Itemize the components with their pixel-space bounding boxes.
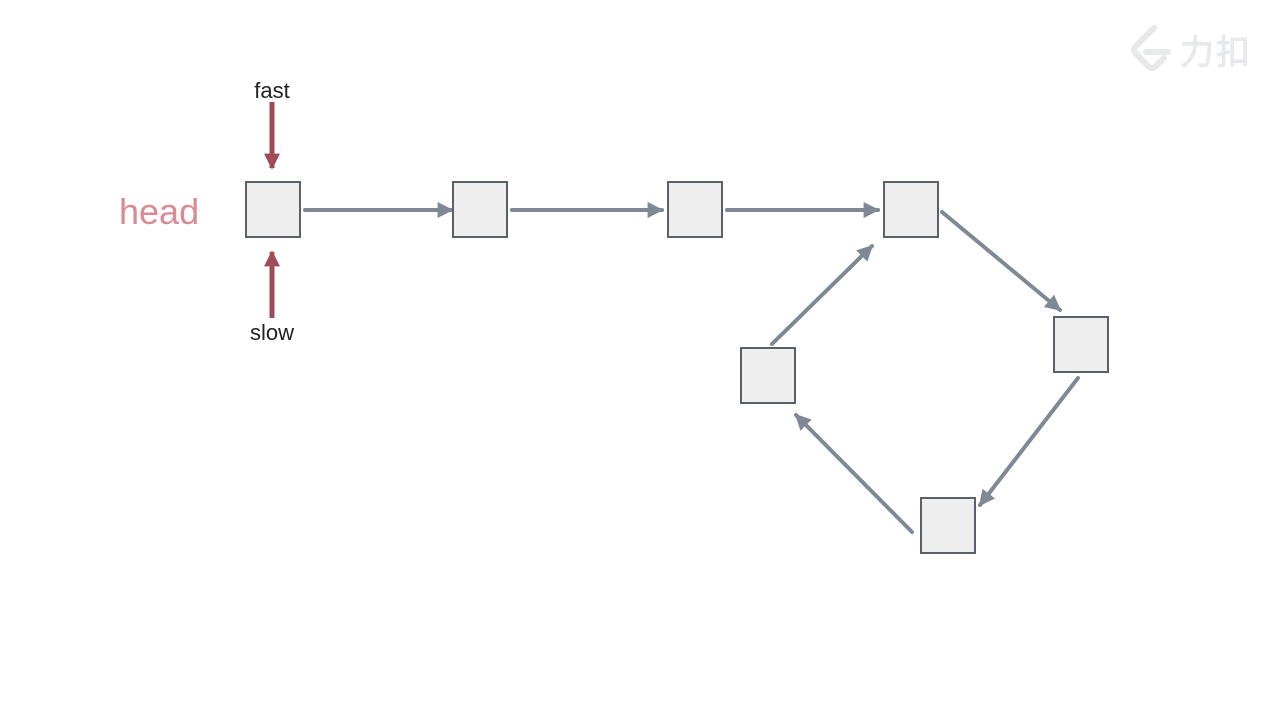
list-node-5: [1053, 316, 1109, 373]
list-node-3: [667, 181, 723, 238]
list-node-4: [883, 181, 939, 238]
list-node-2: [452, 181, 508, 238]
leetcode-watermark: 力扣: [1124, 22, 1252, 76]
edge-7-4: [770, 244, 874, 346]
list-node-6: [920, 497, 976, 554]
list-node-1: [245, 181, 301, 238]
list-node-7: [740, 347, 796, 404]
edge-5-6: [978, 376, 1080, 507]
edge-6-7: [794, 413, 914, 534]
logo-text: 力扣: [1180, 32, 1252, 73]
fast-label: fast: [254, 78, 289, 103]
edge-4-5: [940, 210, 1062, 312]
leetcode-icon: [1131, 25, 1171, 71]
head-label: head: [119, 191, 199, 232]
slow-label: slow: [250, 320, 294, 345]
